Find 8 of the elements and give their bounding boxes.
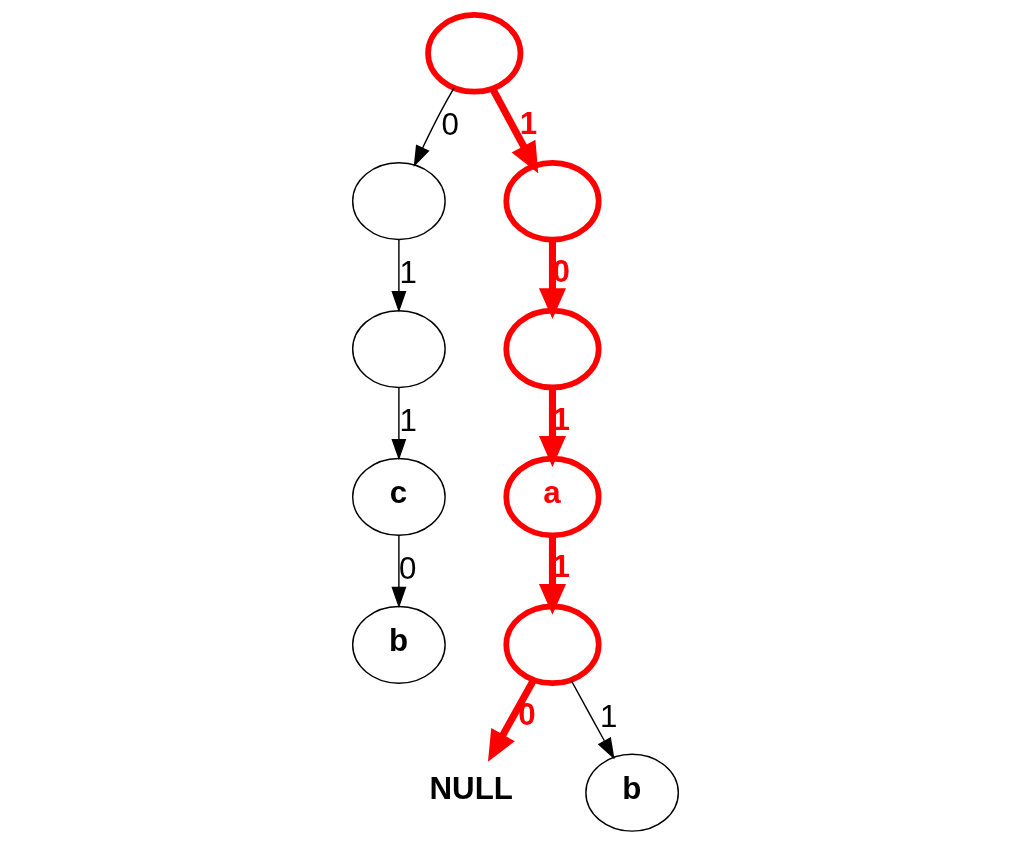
edge-label: 0 (517, 697, 536, 733)
edge-label: 1 (398, 255, 417, 291)
edge-label: 0 (441, 107, 459, 143)
node-text: NULL (428, 771, 513, 807)
edge-label: 1 (599, 698, 617, 734)
edge-label: 1 (398, 402, 417, 438)
edge-label: 0 (398, 550, 416, 586)
edge-label: 1 (519, 105, 537, 141)
